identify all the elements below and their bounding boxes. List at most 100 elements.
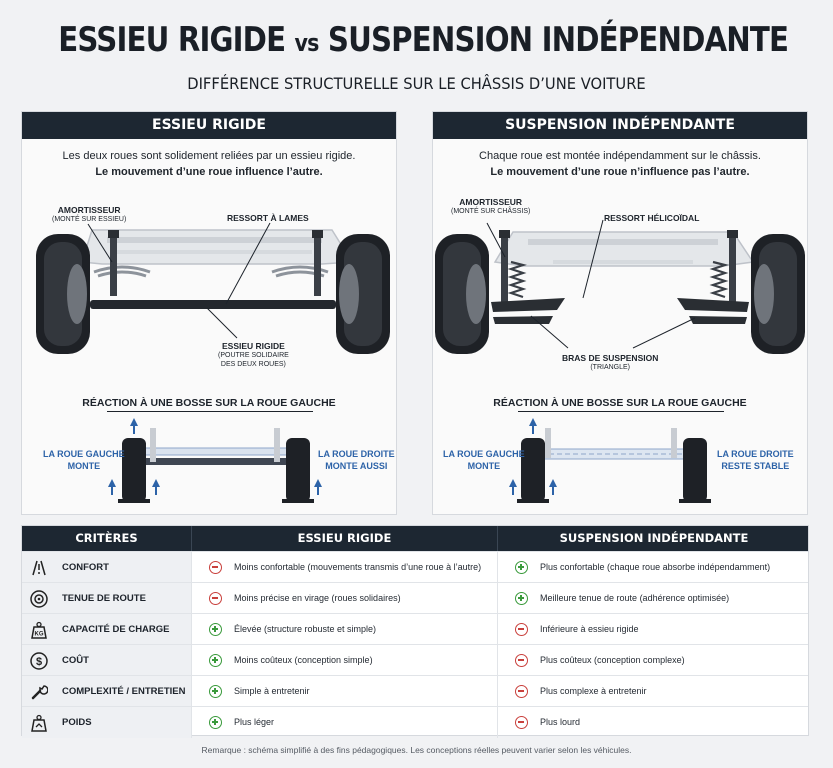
rigid-axle-panel: ESSIEU RIGIDE Les deux roues sont solide… [21,111,397,515]
table-row: KG CAPACITÉ DE CHARGE Élevée (structure ro… [22,613,808,645]
coil-spring-callout: RESSORT HÉLICOÏDAL [604,213,700,223]
rigid-cell: Moins confortable (mouvements transmis d… [191,552,497,583]
rigid-cell: Élevée (structure robuste et simple) [191,614,497,645]
svg-text:$: $ [36,656,42,668]
shock-left [499,230,510,302]
wheel-left [435,234,489,354]
criterion-label: TENUE DE ROUTE [62,593,146,604]
independent-right-wheel-label: LA ROUE DROITE RESTE STABLE [717,449,794,471]
control-arm-left [491,298,565,324]
minus-icon [515,685,528,698]
dollar-icon: $ [30,652,48,670]
table-row: COMPLEXITÉ / ENTRETIEN Simple à entreteni… [22,675,810,707]
table-header: CRITÈRES ESSIEU RIGIDE SUSPENSION INDÉPE… [22,526,808,551]
independent-suspension-illustration [435,219,805,503]
rigid-cell: Moins coûteux (conception simple) [191,645,497,676]
plus-icon [209,623,222,636]
independent-cell: Meilleure tenue de route (adhérence opti… [497,583,810,614]
independent-desc-line1: Chaque roue est montée indépendamment su… [479,150,761,162]
rigid-cell: Plus léger [191,707,497,738]
header-criteria: CRITÈRES [75,531,138,545]
independent-value: Plus complexe à entretenir [540,686,647,696]
rigid-panel-description: Les deux roues sont solidement reliées p… [22,148,396,180]
independent-cell: Plus complexe à entretenir [497,676,810,707]
criterion-label: CONFORT [62,562,109,573]
criterion-cell: $ COÛT [22,645,191,676]
plus-icon [515,592,528,605]
independent-shock-callout: AMORTISSEUR (MONTÉ SUR CHÂSSIS) [451,197,531,215]
chassis-frame [81,229,354,265]
criterion-cell: POIDS [22,707,191,738]
wheel-right [751,234,805,354]
weight-kg-icon: KG [31,621,47,639]
rigid-reaction-title: RÉACTION À UNE BOSSE SUR LA ROUE GAUCHE [82,397,336,409]
leaf-spring-callout: RESSORT À LAMES [227,213,309,223]
rigid-bump-diagram [108,418,322,503]
table-row: CONFORT Moins confortable (mouvements tra… [22,551,810,583]
independent-cell: Plus confortable (chaque roue absorbe in… [497,552,810,583]
table-row: POIDS Plus léger Plus lourd [22,706,810,738]
header-independent: SUSPENSION INDÉPENDANTE [497,526,810,551]
independent-value: Plus coûteux (conception complexe) [540,655,685,665]
coil-spring-right [709,260,729,299]
chassis-frame [493,231,755,267]
independent-desc-line2: Le mouvement d’une roue n’influence pas … [490,166,750,178]
control-arm-right [677,298,749,324]
independent-panel-header: SUSPENSION INDÉPENDANTE [433,112,807,139]
shock-left [108,230,119,296]
rigid-cell: Simple à entretenir [191,676,497,707]
independent-cell: Plus lourd [497,707,810,738]
leaf-spring-left [93,265,151,278]
criterion-label: COMPLEXITÉ / ENTRETIEN [62,686,186,697]
independent-value: Plus lourd [540,717,581,727]
rigid-reaction-underline [107,411,313,412]
independent-value: Plus confortable (chaque roue absorbe in… [540,562,771,572]
wrench-icon [31,685,48,700]
criterion-label: CAPACITÉ DE CHARGE [62,624,170,635]
rigid-value: Moins précise en virage (roues solidaire… [234,593,401,603]
comparison-table: CRITÈRES ESSIEU RIGIDE SUSPENSION INDÉPE… [21,525,810,738]
rigid-value: Élevée (structure robuste et simple) [234,624,377,634]
rigid-axle-illustration [36,222,390,503]
rigid-left-wheel-label: LA ROUE GAUCHE MONTE [43,449,125,471]
minus-icon [209,592,222,605]
title-part-independent: SUSPENSION INDÉPENDANTE [327,20,789,60]
road-warning-icon [32,560,46,576]
page-subtitle: DIFFÉRENCE STRUCTURELLE SUR LE CHÂSSIS D… [187,74,646,93]
criterion-cell: COMPLEXITÉ / ENTRETIEN [22,676,191,707]
criterion-cell: CONFORT [22,552,191,583]
footnote: Remarque : schéma simplifié à des fins p… [201,745,632,755]
plus-icon [209,685,222,698]
independent-value: Meilleure tenue de route (adhérence opti… [540,593,730,603]
plus-icon [209,716,222,729]
page-title: ESSIEU RIGIDE vs SUSPENSION INDÉPENDANTE [58,20,789,60]
plus-icon [515,561,528,574]
independent-reaction-title: RÉACTION À UNE BOSSE SUR LA ROUE GAUCHE [493,397,747,409]
criterion-label: COÛT [62,655,89,666]
rigid-panel-header: ESSIEU RIGIDE [22,112,396,139]
criterion-cell: KG CAPACITÉ DE CHARGE [22,614,191,645]
axle-beam [90,300,336,309]
shock-right [727,230,738,302]
rigid-value: Moins coûteux (conception simple) [234,655,373,665]
tire-icon [30,590,48,608]
independent-panel-description: Chaque roue est montée indépendamment su… [433,148,807,180]
plus-icon [209,654,222,667]
criterion-label: POIDS [62,717,92,728]
weight-icon [31,714,47,732]
table-row: TENUE DE ROUTE Moins précise en virage (r… [22,582,810,614]
rigid-axle-callout: ESSIEU RIGIDE (POUTRE SOLIDAIRE DES DEUX… [218,341,289,368]
title-vs: vs [294,29,320,57]
rigid-desc-line2: Le mouvement d’une roue influence l’autr… [95,166,323,178]
rigid-desc-line1: Les deux roues sont solidement reliées p… [62,150,356,162]
independent-left-wheel-label: LA ROUE GAUCHE MONTE [443,449,525,471]
independent-reaction-underline [518,411,724,412]
rigid-right-wheel-label: LA ROUE DROITE MONTE AUSSI [318,449,395,471]
title-part-rigid: ESSIEU RIGIDE [58,20,286,60]
minus-icon [515,654,528,667]
header-rigid: ESSIEU RIGIDE [191,526,497,551]
rigid-cell: Moins précise en virage (roues solidaire… [191,583,497,614]
shock-right [312,230,323,296]
rigid-value: Simple à entretenir [234,686,310,696]
svg-text:KG: KG [35,632,44,638]
